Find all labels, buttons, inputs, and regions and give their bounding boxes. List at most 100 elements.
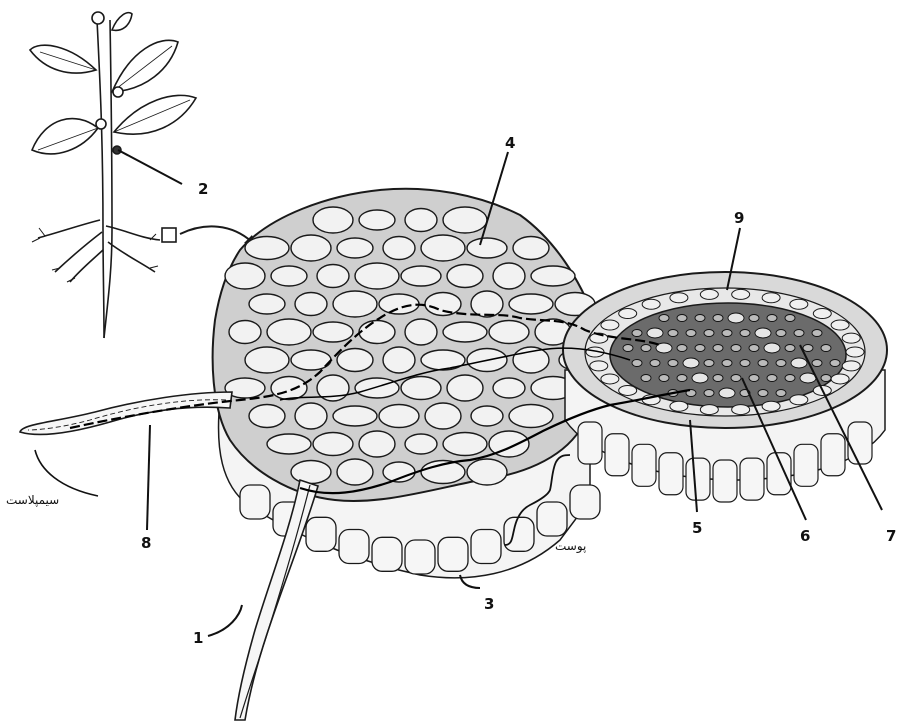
cortex-cell <box>471 291 503 317</box>
cortex-cell <box>267 319 311 345</box>
stele-cell <box>704 360 714 367</box>
stele-cell <box>647 328 663 338</box>
cortex-cell <box>291 235 331 261</box>
cortex-cell <box>359 321 395 344</box>
stele-cell <box>686 330 696 337</box>
endodermis-cell <box>700 405 718 415</box>
label-8: 8 <box>141 534 151 552</box>
stele-side-cell <box>848 422 872 464</box>
cortex-cell <box>337 459 373 485</box>
endodermis-cell <box>670 293 688 303</box>
stele-cell <box>785 375 795 382</box>
cortex-cell <box>267 434 311 454</box>
label-6: 6 <box>800 527 810 545</box>
stele-cell <box>659 375 669 382</box>
stele-cell <box>632 330 642 337</box>
cortex-cell <box>271 377 307 400</box>
magnify-arrow <box>180 226 252 242</box>
stele-cell <box>776 330 786 337</box>
cortex-cell <box>337 238 373 258</box>
cortex-cell <box>493 263 525 289</box>
cortex-cell <box>379 294 419 314</box>
stele-cell <box>728 313 744 323</box>
stele-cell <box>803 345 813 352</box>
stele-cell <box>758 360 768 367</box>
stele-cell <box>668 330 678 337</box>
cortex-cell <box>425 403 461 429</box>
stele-cell <box>812 330 822 337</box>
stele-cell <box>683 358 699 368</box>
stele-cell <box>794 330 804 337</box>
stele-cell <box>695 345 705 352</box>
stele-side-cell <box>659 453 683 495</box>
cortex-cell <box>443 433 487 456</box>
epidermis-cell <box>405 540 435 574</box>
cortex-cell <box>383 237 415 260</box>
epidermis-cell <box>537 502 567 536</box>
cortex-cell <box>229 321 261 344</box>
cortex-top-face <box>213 189 597 501</box>
label-5: 5 <box>692 519 702 537</box>
stele-side-cell <box>686 458 710 500</box>
stele-cell <box>776 390 786 397</box>
epidermis-cell <box>339 529 369 563</box>
endodermis-cell <box>601 320 619 330</box>
label-7: 7 <box>886 527 896 545</box>
stele-cell <box>785 345 795 352</box>
stele-side-cell <box>740 458 764 500</box>
stele-cell <box>695 315 705 322</box>
stele-cell <box>764 343 780 353</box>
stele-cell <box>731 375 741 382</box>
stele-cell <box>704 390 714 397</box>
epidermis-cell <box>306 517 336 551</box>
endodermis-cell <box>762 401 780 411</box>
endodermis-cell <box>670 401 688 411</box>
endodermis-cell <box>790 395 808 405</box>
cortex-cell <box>359 431 395 457</box>
stele-cell <box>650 360 660 367</box>
stele-cell <box>677 315 687 322</box>
cortex-cell <box>425 293 461 316</box>
label-1: 1 <box>193 629 203 647</box>
endodermis-cell <box>831 320 849 330</box>
label-cortex: پوست <box>555 539 586 554</box>
cortex-cell <box>405 209 437 232</box>
stele-cell <box>713 315 723 322</box>
cortex-cell <box>355 263 399 289</box>
stele-cell <box>767 315 777 322</box>
cortex-cell <box>467 459 507 485</box>
stele-cell <box>632 360 642 367</box>
cortex-cell <box>313 322 353 342</box>
endodermis-cell <box>732 289 750 299</box>
stele-side-cell <box>605 434 629 476</box>
endodermis-cell <box>762 293 780 303</box>
cortex-cell <box>359 210 395 230</box>
zoom-source-box <box>162 228 176 242</box>
label-4: 4 <box>505 134 515 152</box>
endodermis-cell <box>601 374 619 384</box>
cortex-cell <box>249 294 285 314</box>
label-9: 9 <box>734 209 744 227</box>
label-2: 2 <box>198 180 208 198</box>
epidermis-cell <box>372 537 402 571</box>
stele-cell <box>623 345 633 352</box>
stele-side-cell <box>821 434 845 476</box>
cortex-cell <box>313 207 353 233</box>
endodermis-cell <box>642 299 660 309</box>
cortex-cell <box>471 406 503 426</box>
stele-cell <box>713 375 723 382</box>
endodermis-cell <box>842 333 860 343</box>
cortex-cell <box>509 405 553 428</box>
stele-side-cell <box>713 460 737 502</box>
stele-cell <box>830 360 840 367</box>
endodermis-cell <box>846 347 864 357</box>
cortex-cell <box>337 349 373 372</box>
cortex-cell <box>443 207 487 233</box>
label-3: 3 <box>484 595 494 613</box>
stele-cell <box>641 345 651 352</box>
cortex-cell <box>493 378 525 398</box>
cortex-cell <box>333 291 377 317</box>
stele-cell <box>722 360 732 367</box>
cortex-cell <box>383 347 415 373</box>
